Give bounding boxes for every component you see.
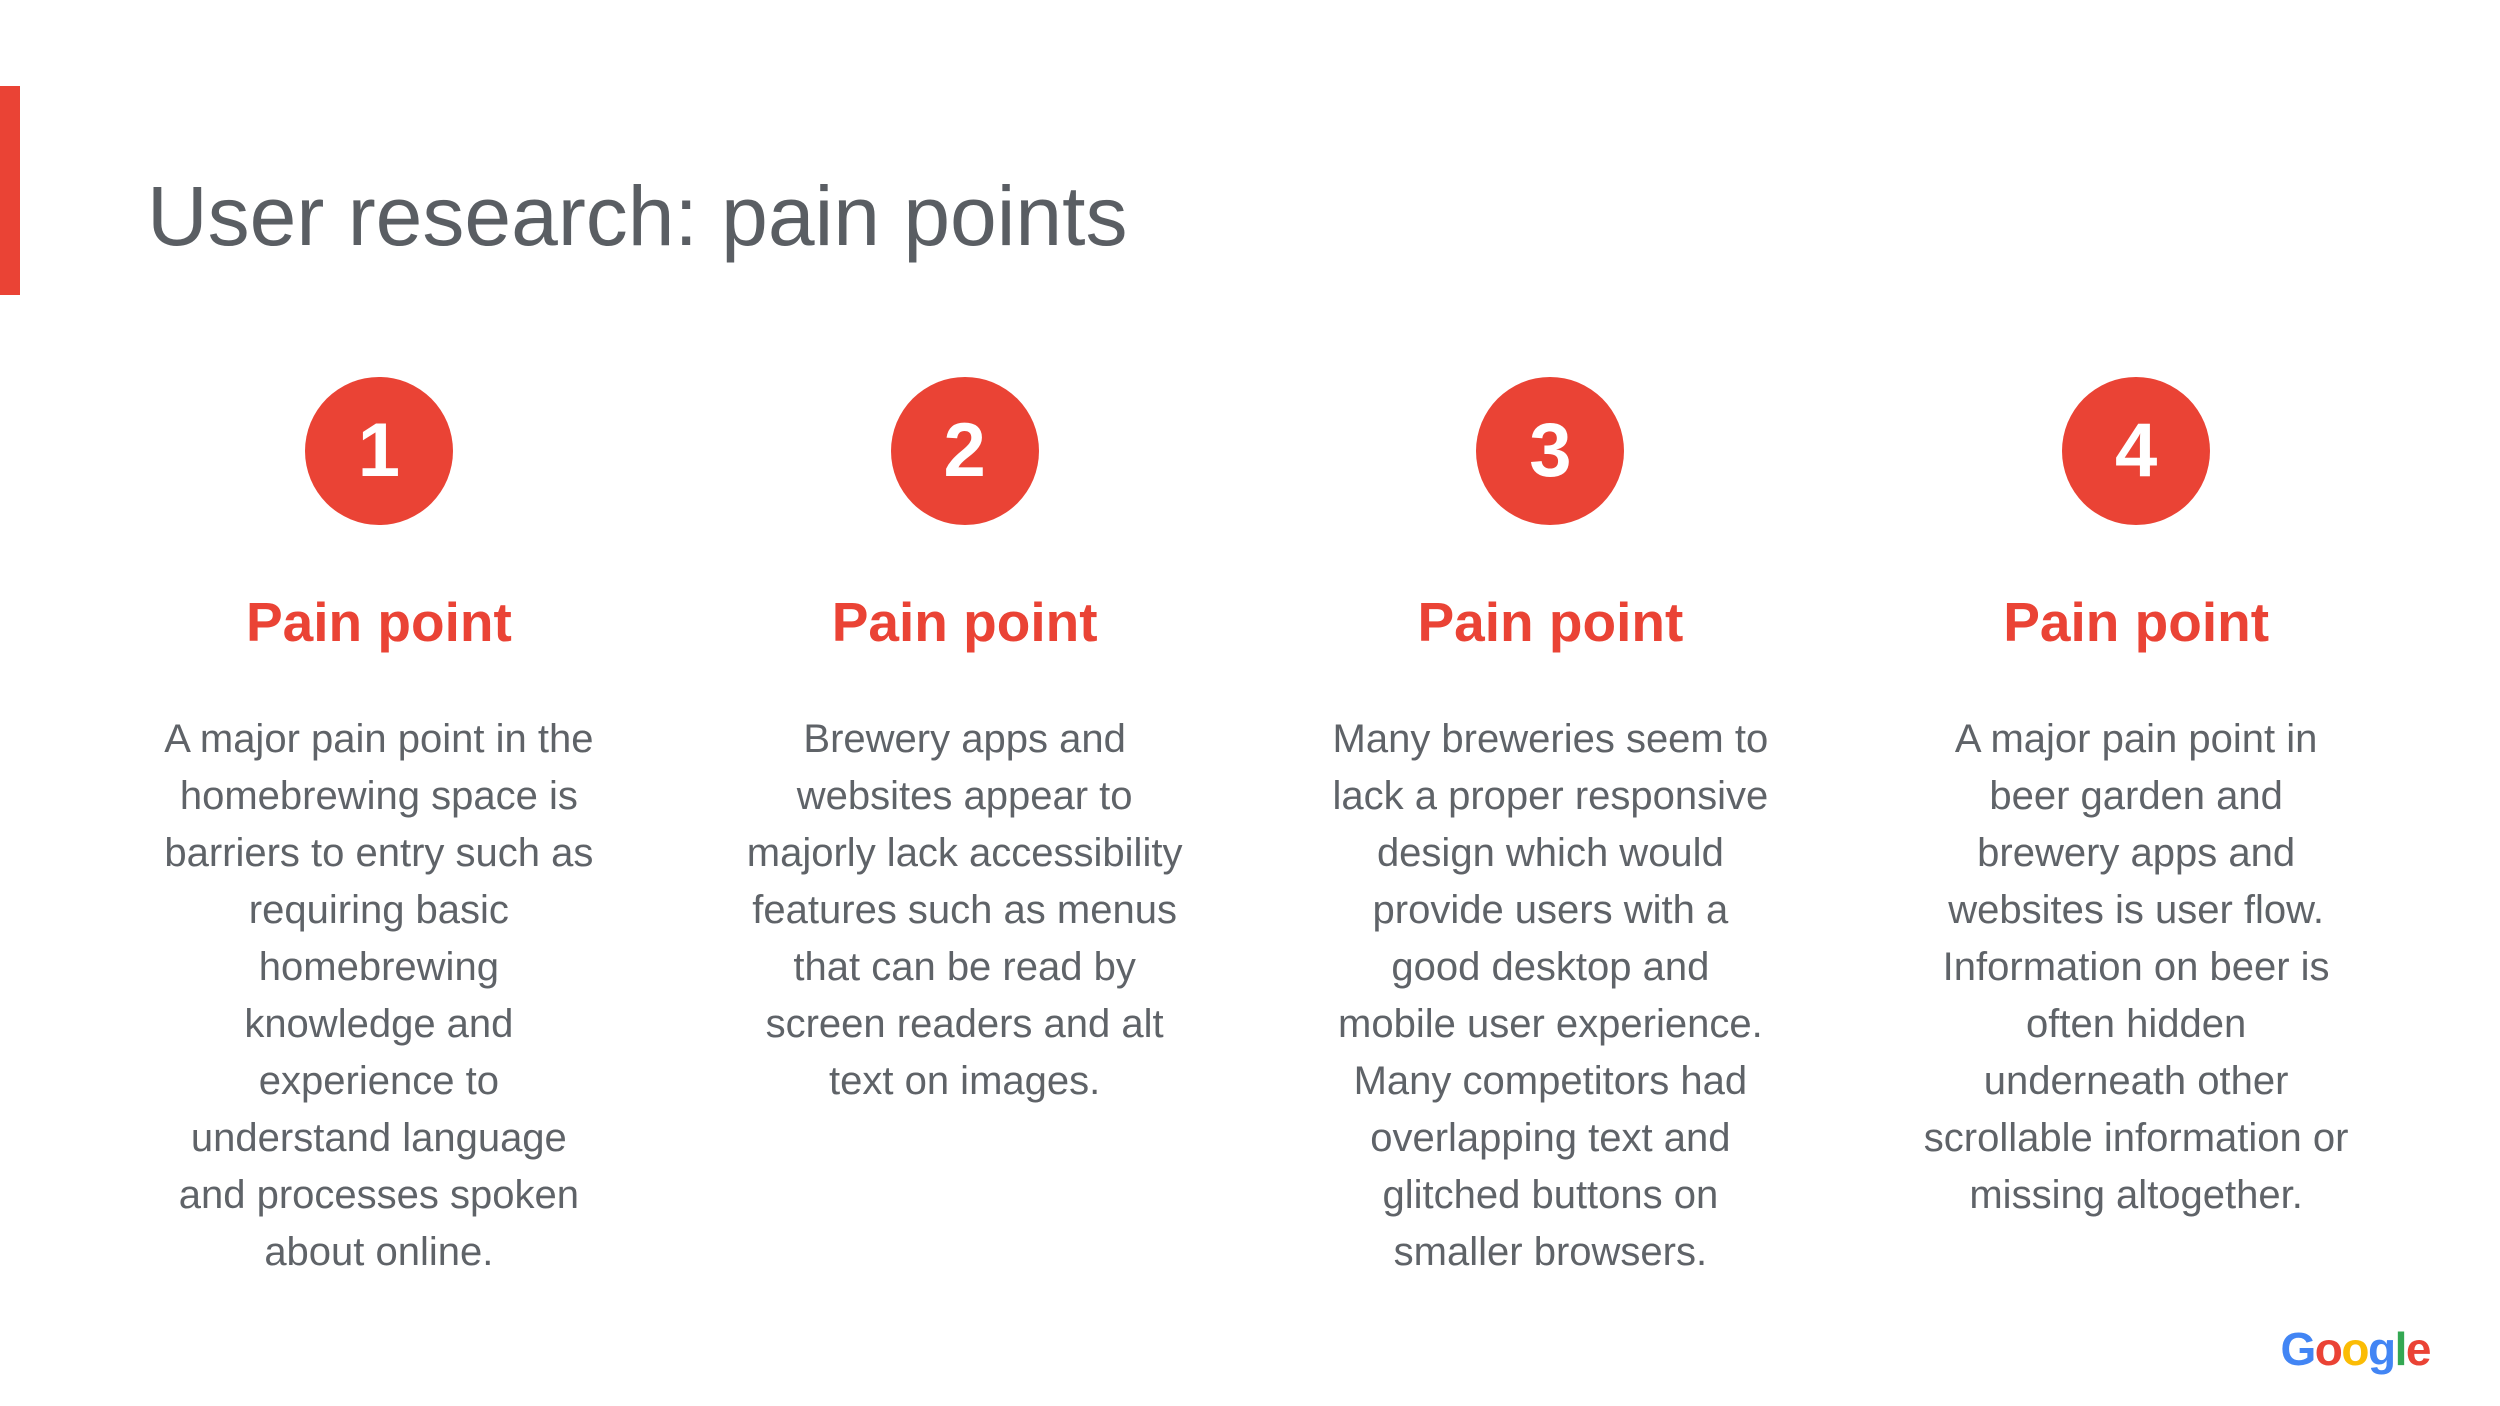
logo-letter: o: [2314, 1323, 2343, 1375]
pain-point-heading: Pain point: [2003, 591, 2270, 653]
pain-point-description: Brewery apps and websites appear to majo…: [746, 717, 1183, 1103]
pain-point-description: A major pain point in beer garden and br…: [1923, 717, 2349, 1217]
step-number: 1: [357, 408, 401, 493]
pain-point-column-4: 4 Pain point A major pain point in beer …: [1843, 377, 2429, 1281]
pain-point-heading: Pain point: [245, 591, 512, 653]
step-circle-2: 2: [890, 377, 1039, 525]
pain-point-heading: Pain point: [831, 591, 1098, 653]
google-logo: Google: [2280, 1323, 2432, 1375]
logo-letter: l: [2394, 1323, 2408, 1375]
step-circle-3: 3: [1476, 377, 1625, 525]
title-accent-bar: [0, 86, 20, 295]
pain-points-grid: 1 Pain point A major pain point in the h…: [86, 377, 2429, 1281]
step-circle-1: 1: [304, 377, 453, 525]
logo-letter: G: [2280, 1323, 2317, 1375]
logo-letter: g: [2368, 1323, 2396, 1375]
pain-point-column-3: 3 Pain point Many breweries seem to lack…: [1258, 377, 1844, 1281]
step-number: 4: [2114, 408, 2158, 493]
step-circle-4: 4: [2062, 377, 2211, 525]
pain-point-description: A major pain point in the homebrewing sp…: [164, 717, 594, 1274]
step-number: 2: [943, 408, 986, 493]
pain-point-heading: Pain point: [1417, 591, 1684, 653]
step-number: 3: [1529, 408, 1572, 493]
logo-letter: e: [2405, 1323, 2432, 1375]
pain-point-column-2: 2 Pain point Brewery apps and websites a…: [672, 377, 1258, 1281]
pain-point-column-1: 1 Pain point A major pain point in the h…: [86, 377, 672, 1281]
pain-point-description: Many breweries seem to lack a proper res…: [1332, 717, 1769, 1274]
logo-letter: o: [2341, 1323, 2369, 1375]
page-title: User research: pain points: [147, 169, 1128, 263]
